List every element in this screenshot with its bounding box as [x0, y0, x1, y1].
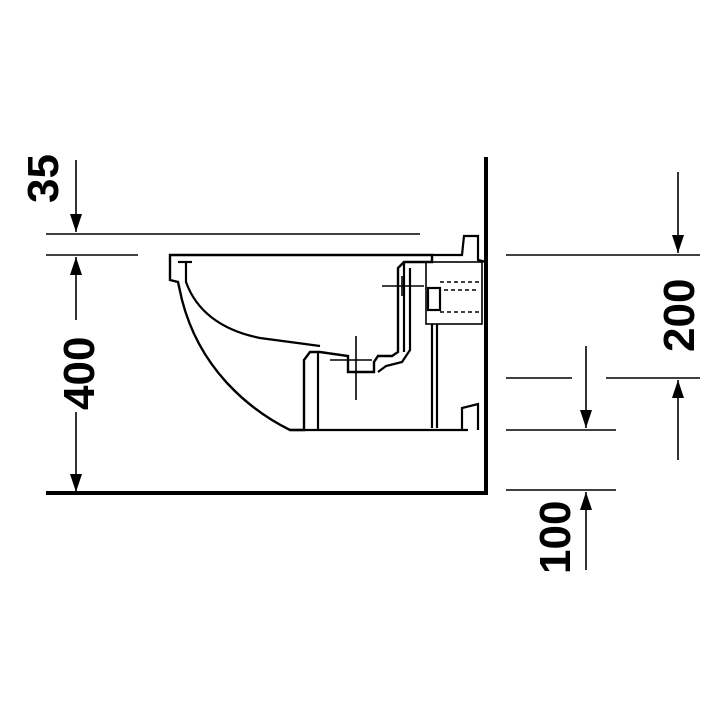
rear-connector: [377, 262, 412, 373]
arrow-200-top: [672, 235, 684, 253]
label-400-mask: [58, 320, 98, 412]
mounting-frame: [425, 261, 483, 325]
arrow-100-top: [580, 410, 592, 428]
arrow-100-bottom: [580, 492, 592, 510]
arrow-400-top: [70, 257, 82, 275]
dim-label-100: 100: [531, 501, 580, 574]
bidet-body: [168, 234, 487, 432]
right-dimensions: 200: [506, 172, 704, 460]
lower-bracket: [460, 402, 480, 430]
dim-label-400: 400: [55, 337, 104, 410]
arrow-200-bottom: [672, 380, 684, 398]
left-dimensions: 35 400: [19, 154, 420, 492]
upper-bracket: [432, 234, 487, 264]
dim-label-35: 35: [19, 154, 68, 203]
wall-and-floor: [46, 157, 488, 495]
frame-hidden-lines: [440, 281, 480, 313]
arrow-400-bottom: [70, 474, 82, 492]
arrow-35: [70, 214, 82, 232]
lower-right-dimensions: 100: [506, 346, 616, 574]
frame-block: [426, 286, 442, 312]
bowl-inner-curve: [184, 262, 321, 348]
dim-label-200: 200: [655, 279, 704, 352]
